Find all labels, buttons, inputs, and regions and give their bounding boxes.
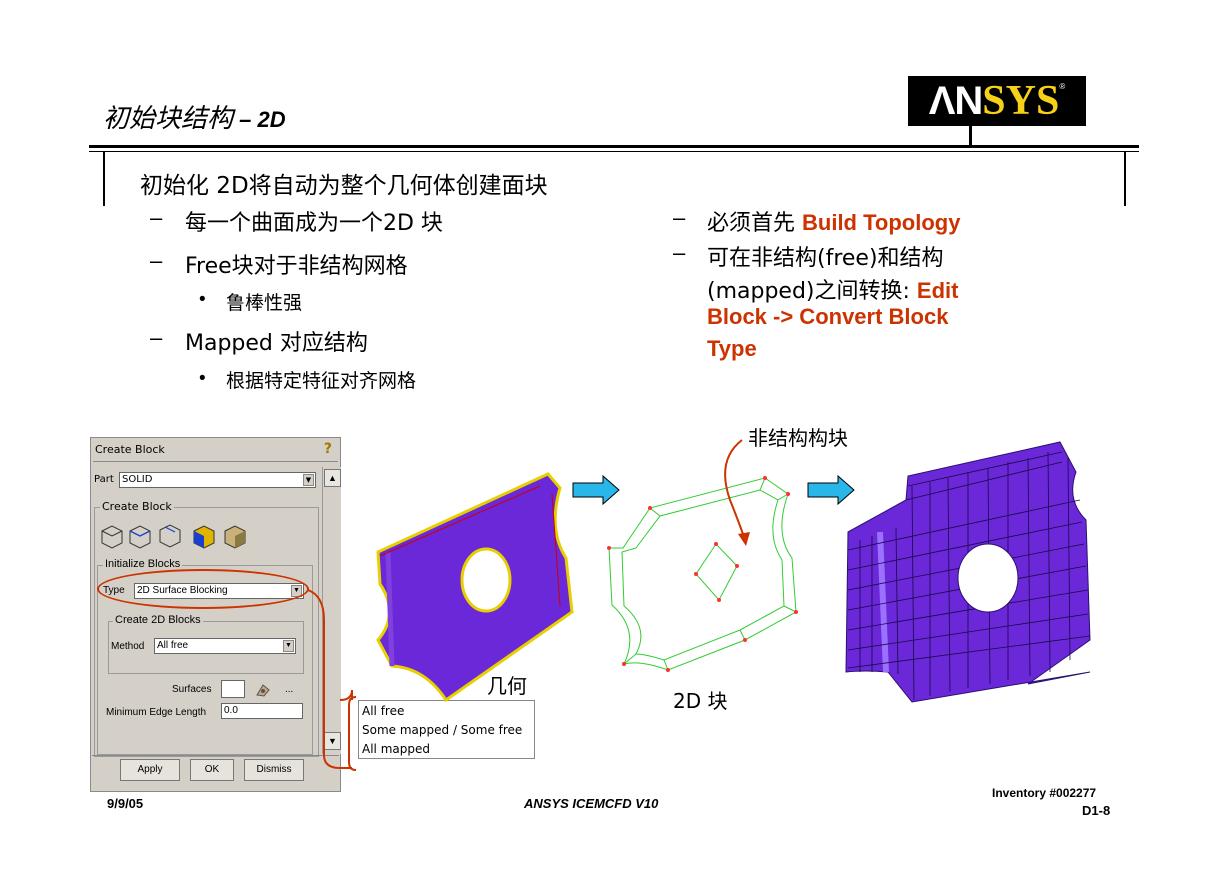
bullet-dot: • (199, 368, 206, 389)
footer-date: 9/9/05 (107, 796, 144, 811)
convert-block-highlight: Block -> Convert Block (707, 304, 949, 329)
logo-part2: SYS (982, 78, 1060, 124)
wire-cube-icon[interactable] (101, 525, 123, 549)
title-cn: 初始块结构 (103, 104, 234, 134)
create-2d-section: Create 2D Blocks (113, 614, 203, 626)
arrow-right-icon (572, 474, 620, 506)
geometry-caption: 几何 (487, 674, 527, 698)
footer-inventory: Inventory #002277 (992, 786, 1097, 800)
method-options-popup: All free Some mapped / Some free All map… (358, 700, 535, 759)
footer-page: D1-8 (1082, 803, 1111, 818)
part-label: Part (94, 474, 114, 485)
left-bullet-3: Mapped 对应结构 (185, 331, 368, 356)
type-highlight-oval (97, 569, 309, 609)
option-all-free[interactable]: All free (362, 704, 405, 718)
title-sep: – (233, 107, 258, 132)
help-icon[interactable]: ? (323, 441, 332, 457)
bullet-dash: – (673, 205, 686, 230)
create-2d-group (108, 621, 304, 674)
create-block-section: Create Block (100, 500, 174, 513)
blocks-2d-wireframe (608, 477, 797, 671)
blocks-2d-caption: 2D 块 (673, 689, 728, 713)
logo-reg: ® (1059, 82, 1066, 91)
right-bullet-2-text: (mapped)之间转换: (707, 279, 917, 304)
cube-blue-corners-icon[interactable] (129, 525, 151, 549)
part-select[interactable]: SOLID ▼ (119, 472, 316, 488)
frame-left (103, 152, 105, 206)
option-all-mapped[interactable]: All mapped (362, 742, 430, 756)
left-bullet-2: Free块对于非结构网格 (185, 254, 408, 279)
surfaces-label: Surfaces (172, 684, 212, 695)
divider (93, 461, 338, 462)
apply-button[interactable]: Apply (120, 759, 180, 781)
footer-product: ANSYS ICEMCFD V10 (524, 796, 659, 811)
scroll-up-icon[interactable]: ▲ (324, 469, 341, 487)
unstructured-block-caption: 非结构构块 (748, 426, 848, 450)
arrow-right-icon (807, 474, 855, 506)
initialize-blocks-group (97, 565, 313, 755)
meshed-plate-image (845, 441, 1091, 703)
bullet-dot: • (199, 289, 206, 310)
block-type-icons (101, 524, 246, 549)
bullet-dash: – (150, 248, 163, 273)
type-highlight: Type (707, 336, 757, 361)
header-rule (89, 145, 1139, 148)
right-bullet-1-text: 必须首先 (707, 211, 802, 236)
right-bullet-1: 必须首先 Build Topology (707, 205, 960, 237)
surfaces-more[interactable]: ... (285, 684, 294, 695)
part-value: SOLID (122, 474, 153, 485)
dismiss-button[interactable]: Dismiss (244, 759, 304, 781)
min-edge-label: Minimum Edge Length (106, 707, 207, 718)
method-label: Method (111, 641, 145, 652)
left-bullet-1: 每一个曲面成为一个2D 块 (185, 211, 443, 236)
title-2d: 2D (257, 107, 286, 132)
method-select[interactable]: All free ▼ (154, 638, 296, 654)
divider (92, 755, 339, 756)
bullet-dash: – (150, 325, 163, 350)
select-surfaces-icon[interactable] (254, 681, 272, 699)
create-block-group (94, 507, 319, 757)
connector-bracket (307, 589, 353, 769)
left-subbullet-1: 鲁棒性强 (226, 292, 303, 314)
ok-button[interactable]: OK (190, 759, 234, 781)
surfaces-field[interactable] (221, 680, 245, 698)
cube-split-icon[interactable] (159, 524, 181, 548)
frame-right (1124, 152, 1126, 206)
method-value: All free (157, 640, 189, 651)
popup-bracket (348, 696, 357, 771)
right-bullet-2-line2: (mapped)之间转换: Edit (707, 273, 958, 305)
edit-highlight: Edit (916, 278, 959, 303)
geometry-plate-image (376, 472, 574, 703)
dialog-title: Create Block (95, 443, 165, 456)
build-topology-highlight: Build Topology (802, 210, 961, 235)
min-edge-field[interactable]: 0.0 (221, 703, 303, 719)
initialize-blocks-section: Initialize Blocks (103, 558, 183, 570)
annotation-arrow (724, 439, 746, 541)
option-some-mapped[interactable]: Some mapped / Some free (362, 723, 523, 737)
bullet-dash: – (673, 240, 686, 265)
chevron-down-icon: ▼ (303, 474, 314, 486)
right-bullet-2-line1: 可在非结构(free)和结构 (707, 246, 944, 271)
logo-part1: ΛN (928, 78, 984, 123)
left-subbullet-2: 根据特定特征对齐网格 (226, 370, 417, 392)
block-vertices (607, 476, 798, 672)
header-rule-thin (89, 151, 1139, 152)
slide-title: 初始块结构 – 2D (103, 98, 286, 135)
cube-solid-icon[interactable] (224, 525, 246, 549)
cube-yellow-icon[interactable] (193, 525, 215, 549)
main-bullet: 初始化 2D将自动为整个几何体创建面块 (140, 173, 548, 199)
bullet-dash: – (150, 205, 163, 230)
logo-stem (969, 126, 972, 148)
chevron-down-icon: ▼ (283, 640, 294, 652)
